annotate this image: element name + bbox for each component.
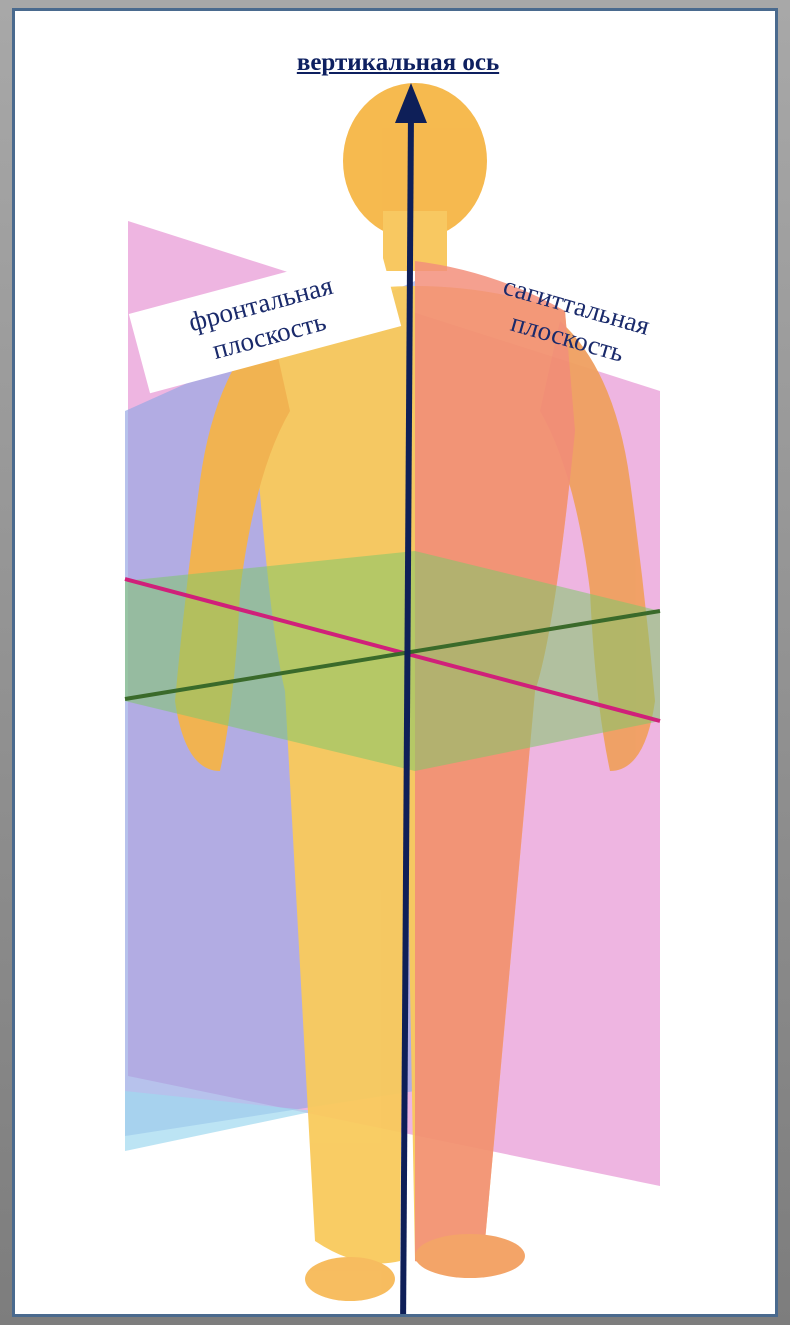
body-planes-diagram: [15, 11, 778, 1317]
illustration-frame: вертикальная ось фронтальная плоскость с…: [12, 8, 778, 1317]
vertical-axis-title: вертикальная ось: [15, 49, 778, 77]
